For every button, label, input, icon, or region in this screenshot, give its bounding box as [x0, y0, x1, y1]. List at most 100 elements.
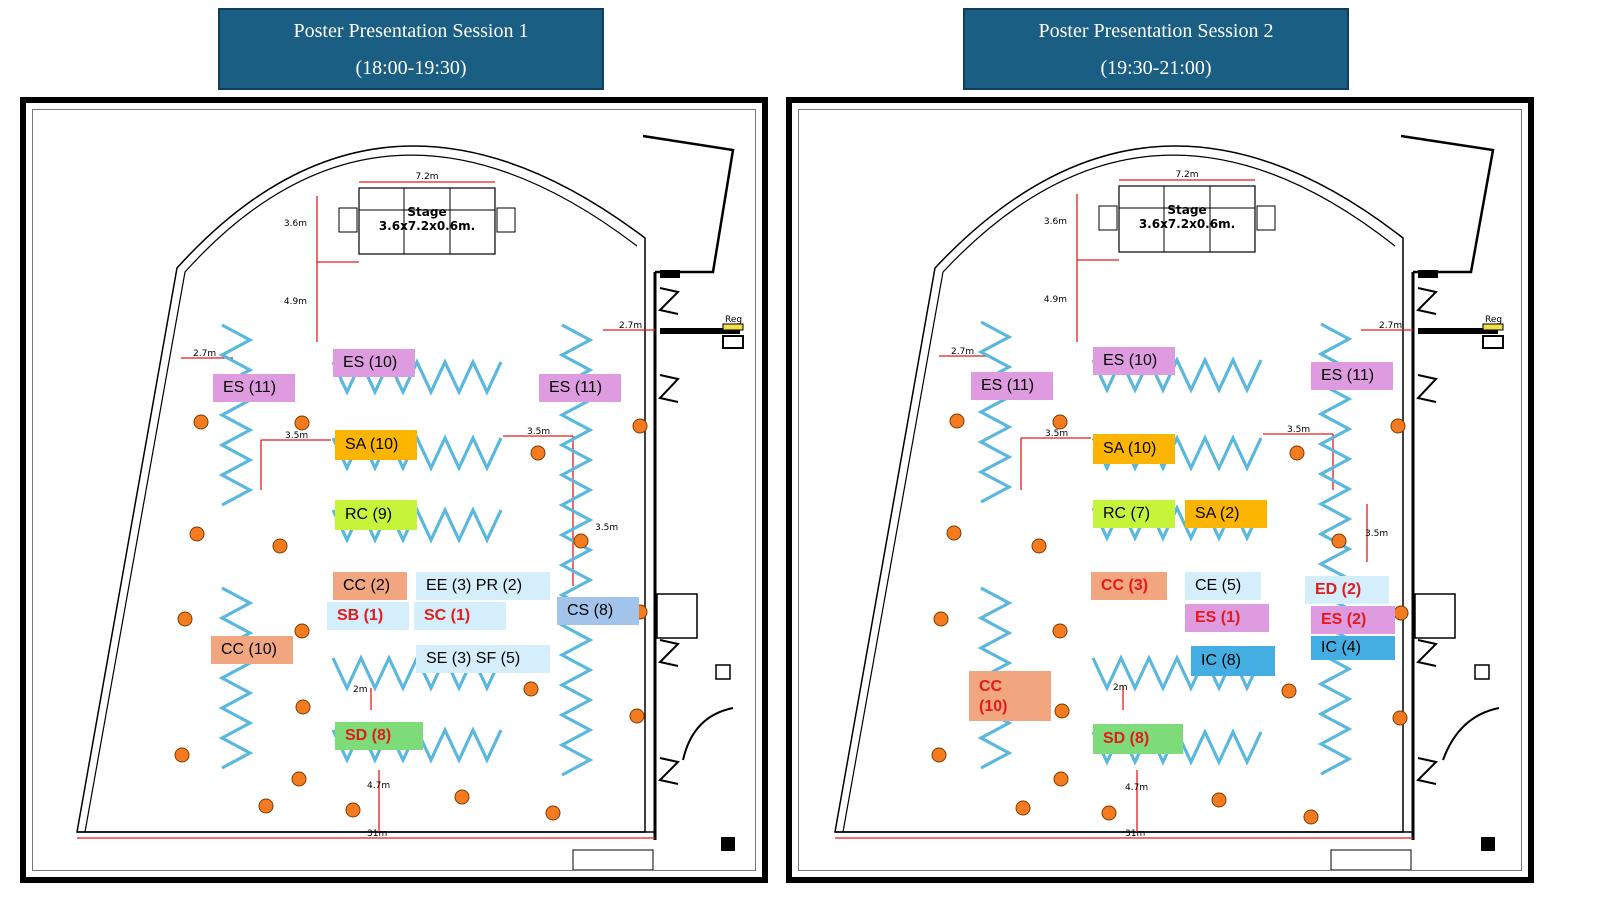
table-dot	[1303, 809, 1319, 825]
room-outline	[834, 145, 1404, 833]
table-dot	[523, 681, 539, 697]
table-dot	[1331, 533, 1347, 549]
dim-aisle-left: 3.5m	[285, 431, 308, 441]
session-time: (19:30-21:00)	[1100, 57, 1212, 79]
door-icon	[658, 287, 680, 315]
dim-aisle-right: 3.5m	[1287, 425, 1310, 435]
dim-aisle-left: 3.5m	[1045, 429, 1068, 439]
poster-board-zigzag	[218, 586, 254, 770]
square-icon	[715, 664, 731, 680]
reg-desk-icon	[1482, 335, 1504, 349]
exit-stairs-icon	[572, 849, 654, 870]
session-2-floor-plan: Reg Stage 3.6x7.2x0.6m.	[786, 97, 1534, 883]
table-dot	[1101, 805, 1117, 821]
table-dot	[1031, 538, 1047, 554]
table-dot	[933, 611, 949, 627]
table-dot	[573, 533, 589, 549]
dim-bottom-gap: 4.7m	[367, 781, 390, 791]
table-dot	[291, 771, 307, 787]
dim-aisle-right: 3.5m	[527, 427, 550, 437]
dim-stage-width: 7.2m	[1175, 170, 1198, 180]
dim-room-width: 31m	[1125, 829, 1145, 839]
wall-block	[1418, 328, 1498, 334]
stage-steps-left	[1098, 205, 1118, 231]
stage-label: Stage	[407, 205, 446, 219]
table-dot	[949, 413, 965, 429]
square-icon	[721, 837, 735, 851]
table-dot	[272, 538, 288, 554]
corner-wall	[642, 134, 735, 274]
table-dot	[258, 798, 274, 814]
corner-wall	[1400, 134, 1495, 274]
dim-side-gap-left: 2.7m	[951, 347, 974, 357]
table-dot	[1289, 445, 1305, 461]
poster-board-zigzag	[977, 320, 1013, 504]
poster-group-label: ES (10)	[333, 349, 415, 377]
table-dot	[454, 789, 470, 805]
session-1-floor-plan: Reg Stage 3.6x7.2x0.6m.	[20, 97, 768, 883]
poster-group-label: CC (10)	[969, 671, 1051, 721]
table-dot	[1392, 710, 1408, 726]
poster-group-label: CC (2)	[333, 572, 407, 600]
dim-stage-depth: 3.6m	[1044, 217, 1067, 227]
door-icon	[1416, 287, 1438, 315]
poster-group-label: ES (10)	[1093, 347, 1175, 375]
stage-steps-right	[1256, 205, 1276, 231]
table-dot	[177, 611, 193, 627]
dim-stage-width: 7.2m	[415, 172, 438, 182]
table-dot	[1393, 605, 1409, 621]
floor-plan-frame: Reg Stage 3.6x7.2x0.6m.	[798, 109, 1522, 871]
poster-group-label: ES (1)	[1185, 604, 1269, 632]
wall-block	[660, 328, 740, 334]
table-dot	[294, 623, 310, 639]
stage-size: 3.6x7.2x0.6m.	[379, 219, 475, 233]
poster-group-label: SA (2)	[1185, 500, 1267, 528]
dim-stage-gap: 4.9m	[1044, 295, 1067, 305]
dim-aisle-vertical: 3.5m	[1365, 529, 1388, 539]
table-dot	[946, 525, 962, 541]
dim-side-gap-right: 2.7m	[619, 321, 642, 331]
session-2-header: Poster Presentation Session 2 (19:30-21:…	[963, 8, 1349, 90]
corner-label: Reg	[1485, 315, 1502, 325]
door-box	[656, 593, 698, 639]
poster-group-label: ES (11)	[971, 372, 1053, 400]
stage-steps-right	[496, 207, 516, 233]
dim-bottom-gap: 4.7m	[1125, 783, 1148, 793]
session-title: Poster Presentation Session 2	[1038, 20, 1274, 42]
dim-side-gap-right: 2.7m	[1379, 321, 1402, 331]
poster-board-zigzag	[218, 323, 254, 507]
table-dot	[294, 415, 310, 431]
tables	[174, 414, 648, 821]
table-dot	[545, 805, 561, 821]
corner-label: Reg	[725, 315, 742, 325]
dim-row-gap: 2m	[353, 685, 368, 695]
table-dot	[1053, 771, 1069, 787]
table-dot	[530, 445, 546, 461]
table-dot	[295, 699, 311, 715]
poster-board-zigzag	[1317, 322, 1353, 776]
dimension-lines	[835, 179, 1413, 839]
dim-stage-depth: 3.6m	[284, 219, 307, 229]
table-dot	[632, 418, 648, 434]
table-dot	[345, 802, 361, 818]
poster-group-label: RC (7)	[1093, 500, 1175, 528]
stage-label: Stage	[1167, 203, 1206, 217]
square-icon	[1481, 837, 1495, 851]
poster-group-label: CE (5)	[1185, 572, 1261, 600]
poster-group-label: SA (10)	[335, 430, 417, 460]
reg-desk-icon	[722, 335, 744, 349]
poster-group-label: EE (3) PR (2)	[416, 572, 550, 600]
poster-group-label: SC (1)	[414, 602, 506, 630]
poster-group-label: IC (8)	[1191, 646, 1275, 676]
floor-plan-drawing: Reg Stage 3.6x7.2x0.6m.	[834, 134, 1504, 870]
poster-group-label: CS (8)	[557, 597, 639, 625]
stage-steps-left	[338, 207, 358, 233]
door-icon	[658, 757, 680, 785]
door-icon	[1416, 374, 1438, 403]
floor-plan-drawing: Reg Stage 3.6x7.2x0.6m.	[76, 134, 744, 870]
dim-side-gap-left: 2.7m	[193, 349, 216, 359]
table-dot	[193, 414, 209, 430]
table-dot	[931, 747, 947, 763]
poster-group-label: IC (4)	[1311, 636, 1395, 660]
wall-block	[1418, 270, 1438, 278]
